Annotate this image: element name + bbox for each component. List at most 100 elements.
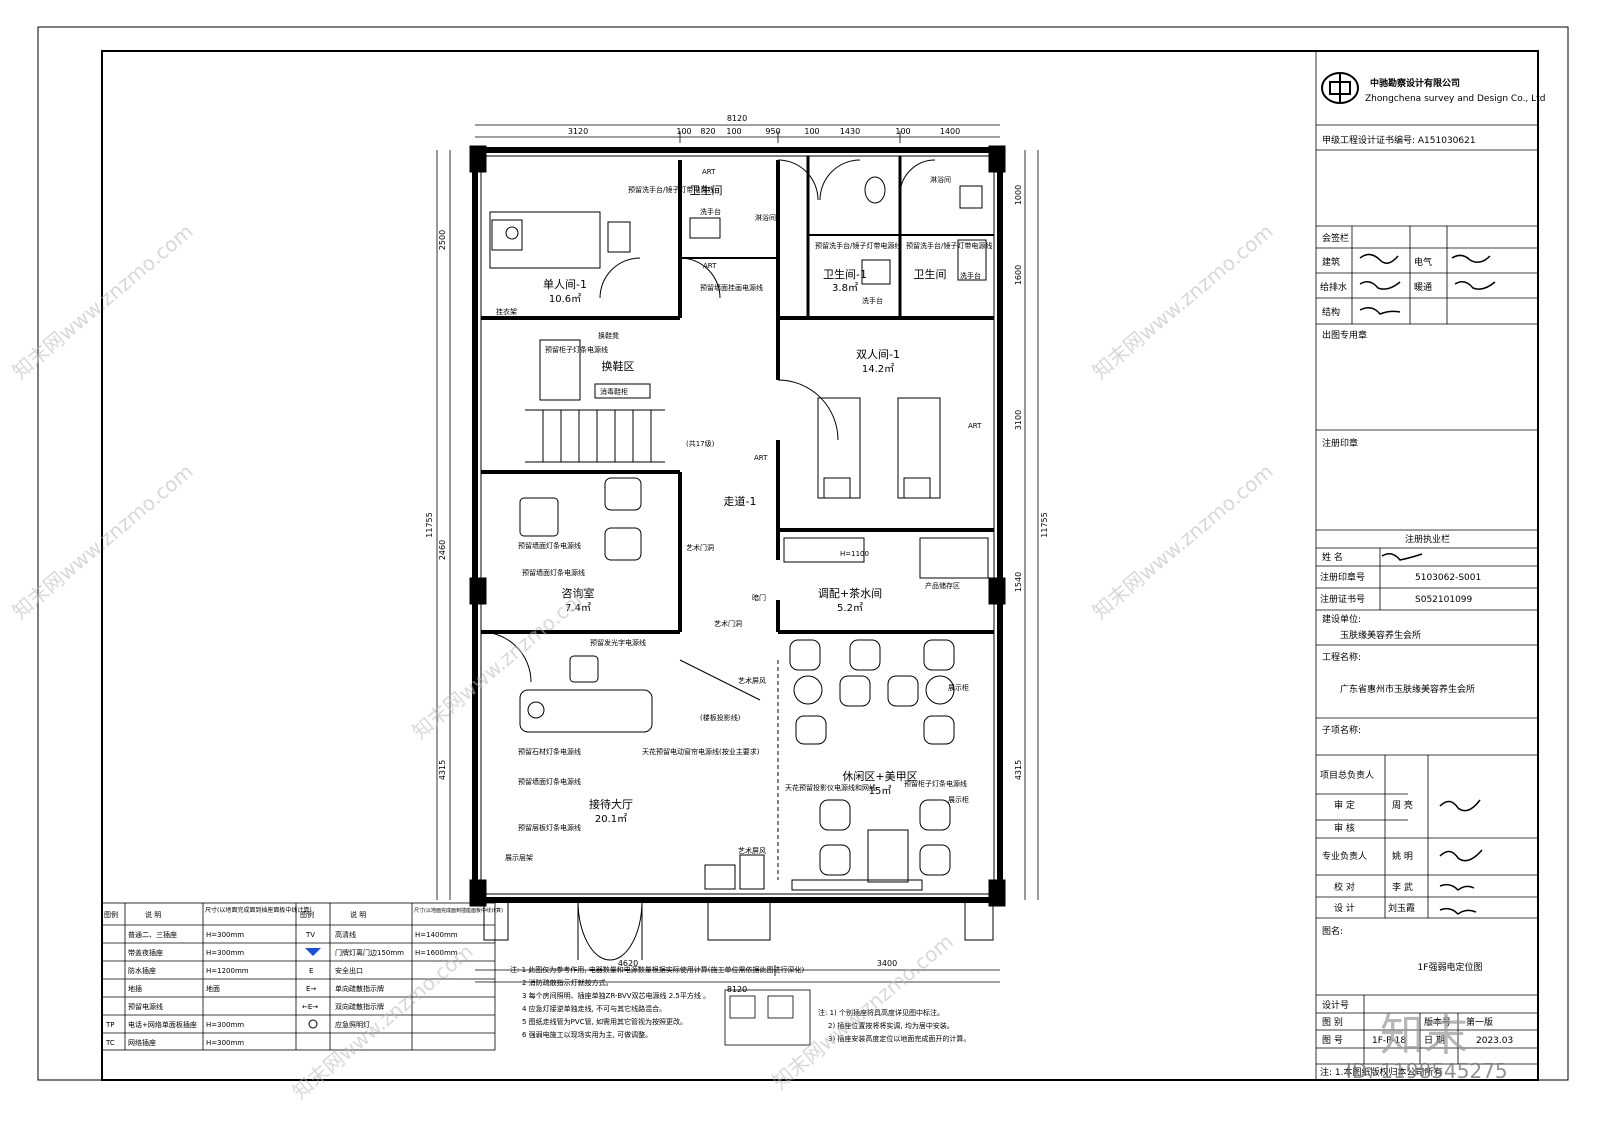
client-label: 建设单位: [1322,613,1361,625]
legend-desc: 网络插座 [128,1038,156,1047]
drawing-name: 1F强弱电定位图 [1418,961,1483,973]
label: H=1100 [840,550,869,558]
dim-top: 820 [700,127,715,136]
dim-bottom: 4620 [618,959,638,968]
footer-note: 注: 1.本图纸版权归本公司所有 [1320,1066,1442,1078]
meta-key: 图 号 [1322,1035,1343,1046]
dim-top: 950 [765,127,780,136]
room-name: 休闲区+美甲区 [842,769,917,783]
room-name: 换鞋区 [602,359,635,373]
legend-height: 地面 [206,984,220,993]
label: ART [754,454,768,462]
label: 预留柜子灯条电源线 [545,345,608,354]
legend-header: 说 明 [350,910,366,919]
project: 广东省惠州市玉肤缘美容养生会所 [1340,683,1475,695]
client: 玉肤缘美容养生会所 [1340,629,1421,641]
label: 淋浴间 [755,213,776,222]
dim-bottom: 3400 [877,959,897,968]
stamp-title: 出图专用章 [1322,329,1367,341]
label: 艺术屏风 [738,846,766,855]
legend-symbol: ←E→ [302,1003,318,1011]
dim-top: 1430 [840,127,860,136]
dim-top: 3120 [568,127,588,136]
note-line: 4 应急灯接逆单独走线, 不可与其它线路混合。 [522,1004,666,1013]
label: 艺术屏风 [738,676,766,685]
room-area: 7.4㎡ [565,602,591,614]
label: 天花预留电动窗帘电源线(按业主要求) [642,747,760,756]
staff-role: 设 计 [1334,902,1355,914]
meta-value: 1F-P-18 [1372,1036,1406,1046]
label: 预留柜子灯条电源线 [904,779,967,788]
legend-symbol: TC [105,1039,115,1047]
room-name: 卫生间 [690,183,723,197]
inner-border [101,50,1539,1081]
room-name: 双人间-1 [856,348,900,361]
legend-desc: 带盖夜插座 [128,948,163,957]
sign-title: 会签栏 [1322,232,1349,244]
label: 消毒鞋柜 [600,387,628,396]
label: 预留石材灯条电源线 [518,747,581,756]
legend-desc: 安全出口 [335,966,363,975]
label: 洗手台 [700,207,721,216]
legend-header: 说 明 [145,910,161,919]
room-area: 10.6㎡ [549,293,581,305]
label: 预留墙面灯条电源线 [522,568,585,577]
legend-header: 尺寸(以地面完成面到插座面板中线计算) [414,907,503,914]
label: 预留墙面灯条电源线 [518,777,581,786]
staff-role: 审 定 [1334,799,1355,811]
room-name: 卫生间 [914,267,947,281]
legend-text: 图例 说 明 尺寸(以地面完成面到插座面板中线计算) 图例 说 明 尺寸(以地面… [104,906,503,1047]
staff-role: 项目总负责人 [1320,769,1374,781]
label: 洗手台 [862,296,883,305]
room-labels: 卫生间 单人间-1 10.6㎡ 卫生间-1 3.8㎡ 卫生间 换鞋区 双人间-1… [543,183,946,825]
label: (楼板投影线) [700,713,741,722]
label: 预留洗手台/镜子灯带电源线 [815,241,901,250]
dim-left: 11755 [425,512,434,537]
label: 展示柜 [948,683,969,692]
dimension-labels: 8120 3120 100 820 100 950 100 1430 100 1… [425,114,1049,994]
dim-right: 4315 [1014,760,1023,780]
meta-key: 图 别 [1322,1017,1343,1028]
legend-desc: 地插 [128,984,142,993]
annotations: 洗手台 洗手台 洗手台 淋浴间 淋浴间 ART ART ART ART 挂衣架 … [496,168,992,862]
label: 艺术门洞 [686,543,714,552]
legend-desc: 高清线 [335,930,356,939]
sign-label: 暖通 [1414,281,1432,293]
reg-title: 注册执业栏 [1405,533,1450,545]
emergency-light-icon [308,1019,318,1029]
legend-height: H=1200mm [206,967,249,975]
legend-desc: 应急照明灯 [335,1020,370,1029]
meta-value: 第一版 [1466,1016,1493,1028]
legend-desc: 电话+网络单面板插座 [128,1020,197,1029]
dim-top: 100 [676,127,691,136]
dim-right: 1000 [1014,185,1023,205]
signatures [1359,253,1496,915]
cert-number: 甲级工程设计证书编号: A151030621 [1322,134,1476,146]
label: 挂衣架 [496,307,517,316]
socket-detail-box [724,989,811,1046]
company-name: 中驰勘察设计有限公司 [1370,77,1460,89]
dim-top: 100 [804,127,819,136]
room-area: 5.2㎡ [837,602,863,614]
room-name: 接待大厅 [589,797,633,811]
note-line: 注: 1 此图仅为参考作用, 电器数量和电源数量根据实际使用计算(施工单位需依据… [510,965,804,974]
label: 预留墙面挂画电源线 [700,283,763,292]
note-line: 2 消防疏散指示灯就按方式。 [522,978,613,987]
meta-key: 日 期 [1424,1035,1445,1046]
label: ART [703,262,717,270]
legend-symbol: TP [105,1021,115,1029]
legend-desc: 单向疏散指示牌 [335,984,384,993]
label: 暗门 [752,593,766,602]
staff-role: 审 核 [1334,822,1355,834]
legend-desc: 双向疏散指示牌 [335,1002,384,1011]
triangle-icon [305,948,321,956]
staff-name: 刘玉霞 [1388,902,1415,914]
reg-label: 注册印章号 [1320,571,1365,583]
legend-desc: 门牌灯离门边150mm [335,948,404,957]
legend-symbol: E [309,967,313,975]
legend-height: H=300mm [206,931,244,939]
dim-top: 1400 [940,127,960,136]
label: 展示柜 [948,795,969,804]
label: 预留洗手台/镜子灯带电源线 [628,185,714,194]
label: 产品储存区 [925,581,960,590]
